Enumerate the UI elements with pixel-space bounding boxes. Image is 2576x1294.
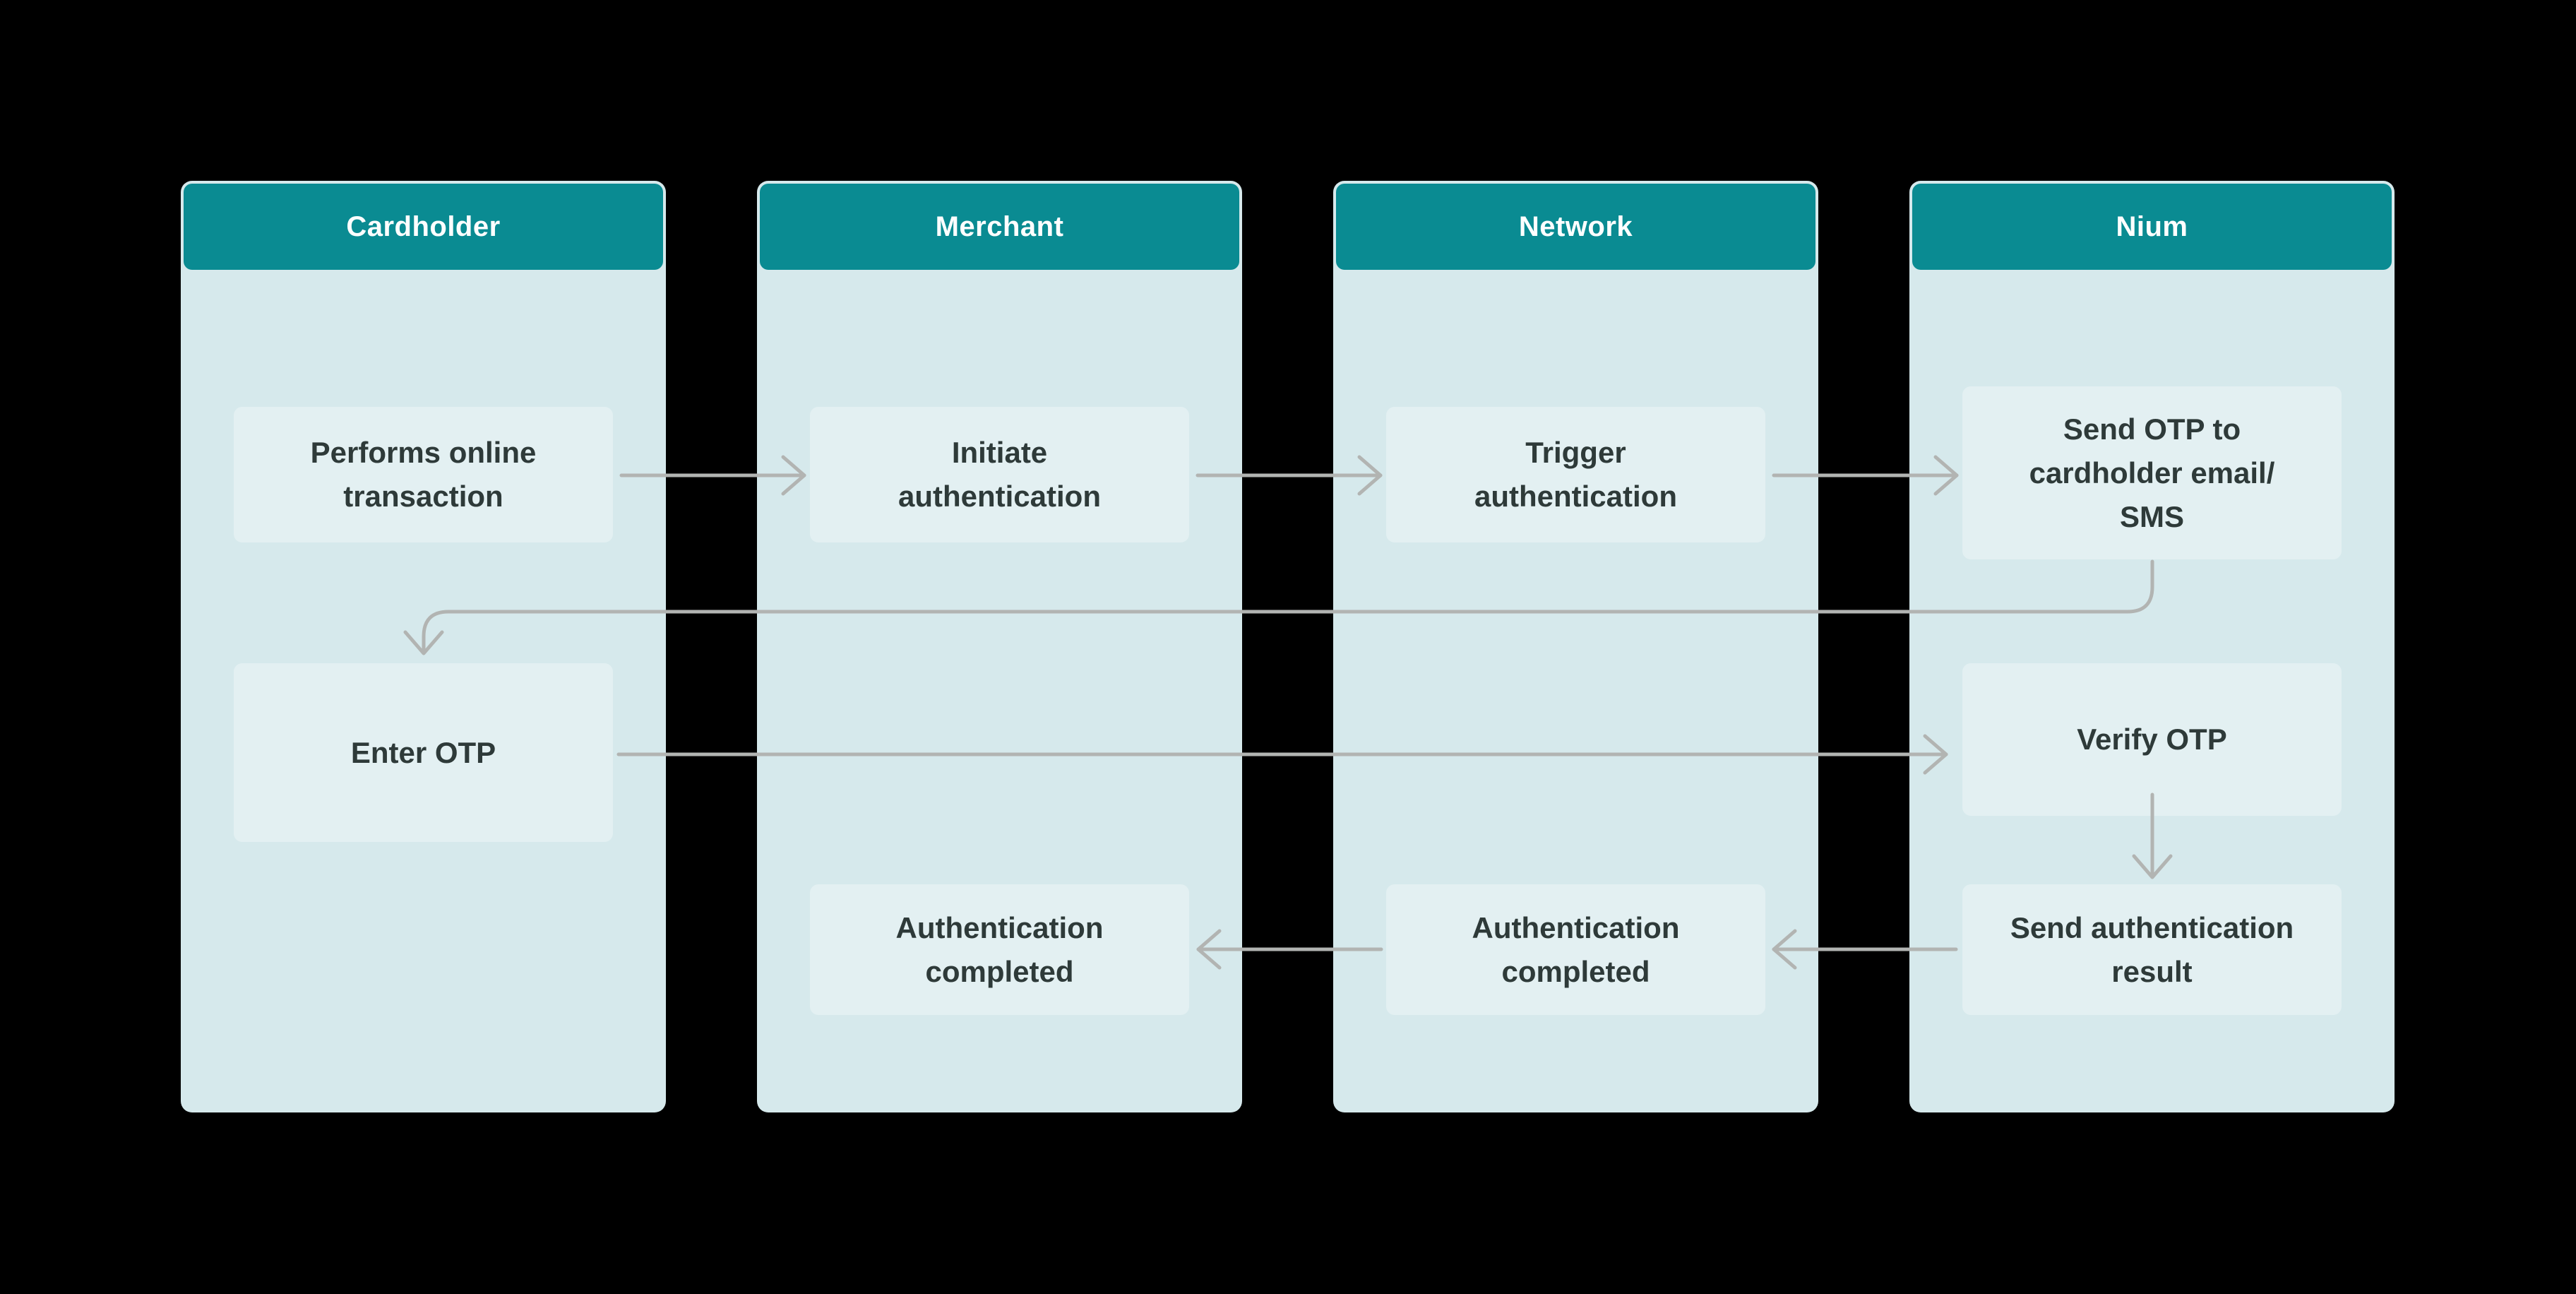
step-initiate-authentication: Initiate authentication bbox=[810, 407, 1189, 542]
step-authentication-completed-merchant: Authentication completed bbox=[810, 884, 1189, 1015]
arrow-send-otp-to-enter-otp bbox=[403, 559, 2154, 655]
step-trigger-authentication: Trigger authentication bbox=[1386, 407, 1765, 542]
step-authentication-completed-network: Authentication completed bbox=[1386, 884, 1765, 1015]
step-enter-otp: Enter OTP bbox=[234, 663, 613, 842]
step-send-authentication-result: Send authentication result bbox=[1962, 884, 2342, 1015]
step-verify-otp: Verify OTP bbox=[1962, 663, 2342, 816]
lane-nium: Nium Send OTP to cardholder email/ SMS V… bbox=[1909, 181, 2395, 1112]
lane-cardholder: Cardholder Performs online transaction E… bbox=[181, 181, 666, 1112]
lane-merchant: Merchant Initiate authentication Authent… bbox=[757, 181, 1242, 1112]
lane-title: Network bbox=[1518, 210, 1633, 242]
lane-header-nium: Nium bbox=[1912, 184, 2392, 270]
step-performs-online-transaction: Performs online transaction bbox=[234, 407, 613, 542]
lane-header-cardholder: Cardholder bbox=[184, 184, 663, 270]
lane-header-merchant: Merchant bbox=[760, 184, 1239, 270]
lane-title: Cardholder bbox=[346, 210, 501, 242]
lane-header-network: Network bbox=[1336, 184, 1815, 270]
lane-title: Nium bbox=[2116, 210, 2188, 242]
lane-title: Merchant bbox=[935, 210, 1064, 242]
step-send-otp: Send OTP to cardholder email/ SMS bbox=[1962, 386, 2342, 559]
lane-network: Network Trigger authentication Authentic… bbox=[1333, 181, 1818, 1112]
